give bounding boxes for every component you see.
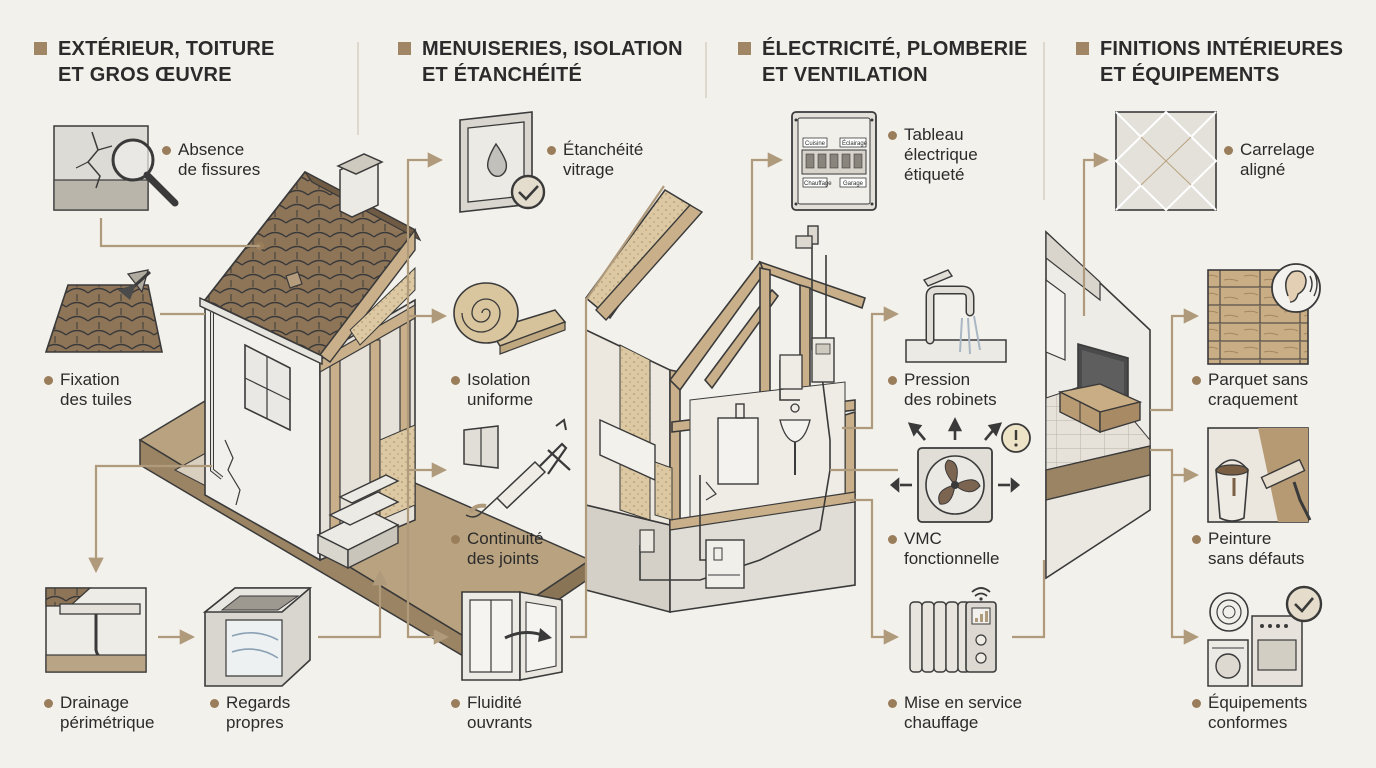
label-isolation-uniforme: Isolation uniforme (451, 370, 533, 410)
opening-window-icon (461, 591, 563, 681)
bullet-dot (1192, 535, 1201, 544)
window-droplet-icon (459, 111, 546, 213)
label-regards-propres: Regards propres (210, 693, 290, 733)
label-mise-en-service-chauffage: Mise en service chauffage (888, 693, 1022, 733)
panel-tag-garage: Garage (843, 181, 864, 187)
crack-magnifier-icon (53, 125, 179, 211)
interior-room-illustration (1045, 230, 1151, 580)
bullet-dot (44, 699, 53, 708)
radiator-thermostat-icon (909, 587, 997, 673)
bullet-dot (44, 376, 53, 385)
sealant-gun-icon (463, 418, 571, 518)
bullet-dot (547, 146, 556, 155)
faucet-icon (905, 269, 1007, 363)
frame-insulation-illustration (584, 188, 866, 614)
bullet-dot (451, 535, 460, 544)
title-square-icon (1076, 42, 1089, 55)
floor-tile-icon (1114, 110, 1218, 212)
title-line-1: MENUISERIES, ISOLATION (422, 38, 683, 60)
paint-bucket-roller-icon (1207, 427, 1312, 523)
label-equipements-conformes: Équipements conformes (1192, 693, 1307, 733)
roof-tiles-icon (44, 269, 163, 353)
column-title-menuiseries: MENUISERIES, ISOLATION ET ÉTANCHÉITÉ (398, 36, 683, 88)
column-title-finitions: FINITIONS INTÉRIEURES ET ÉQUIPEMENTS (1076, 36, 1344, 88)
bullet-dot (888, 131, 897, 140)
column-separators (357, 42, 1045, 200)
title-square-icon (34, 42, 47, 55)
appliances-icon (1207, 585, 1323, 687)
label-continuite-joints: Continuité des joints (451, 529, 544, 569)
perimeter-drain-icon (45, 587, 147, 673)
bullet-dot (451, 699, 460, 708)
column-title-electricite: ÉLECTRICITÉ, PLOMBERIE ET VENTILATION (738, 36, 1028, 88)
bullet-dot (1192, 376, 1201, 385)
bullet-dot (451, 376, 460, 385)
title-line-1: EXTÉRIEUR, TOITURE (58, 38, 275, 60)
title-line-1: ÉLECTRICITÉ, PLOMBERIE (762, 38, 1028, 60)
bullet-dot (162, 146, 171, 155)
label-carrelage-aligne: Carrelage aligné (1224, 140, 1315, 180)
bullet-dot (888, 699, 897, 708)
panel-tag-labels: Cuisine Éclairage Chauffage Garage (804, 140, 868, 187)
label-peinture-sans-defauts: Peinture sans défauts (1192, 529, 1304, 569)
connector-lines (88, 152, 1200, 645)
title-line-2: ET ÉTANCHÉITÉ (422, 64, 583, 86)
house-exterior-illustration (138, 153, 592, 662)
label-etancheite-vitrage: Étanchéité vitrage (547, 140, 643, 180)
parquet-ear-icon (1207, 263, 1321, 365)
label-absence-fissures: Absence de fissures (162, 140, 260, 180)
bullet-dot (888, 535, 897, 544)
label-fluidite-ouvrants: Fluidité ouvrants (451, 693, 532, 733)
title-line-1: FINITIONS INTÉRIEURES (1100, 38, 1344, 60)
title-square-icon (398, 42, 411, 55)
bullet-dot (1224, 146, 1233, 155)
inspection-chamber-icon (202, 587, 313, 687)
label-tableau-electrique: Tableau électrique étiqueté (888, 125, 978, 185)
insulation-roll-icon (453, 282, 567, 355)
title-line-2: ET ÉQUIPEMENTS (1100, 64, 1280, 86)
title-line-2: ET GROS ŒUVRE (58, 64, 232, 86)
label-drainage-perimetrique: Drainage périmétrique (44, 693, 155, 733)
label-pression-robinets: Pression des robinets (888, 370, 997, 410)
bullet-dot (1192, 699, 1201, 708)
panel-tag-cuisine: Cuisine (805, 141, 826, 147)
bullet-dot (888, 376, 897, 385)
label-fixation-tuiles: Fixation des tuiles (44, 370, 132, 410)
electrical-panel-icon (791, 111, 877, 211)
title-line-2: ET VENTILATION (762, 64, 928, 86)
panel-tag-eclairage: Éclairage (842, 140, 868, 147)
label-vmc-fonctionnelle: VMC fonctionnelle (888, 529, 999, 569)
bullet-dot (210, 699, 219, 708)
title-square-icon (738, 42, 751, 55)
label-parquet-sans-craquement: Parquet sans craquement (1192, 370, 1308, 410)
column-title-exterieur: EXTÉRIEUR, TOITURE ET GROS ŒUVRE (34, 36, 275, 88)
panel-tag-chauffage: Chauffage (804, 181, 832, 187)
vmc-fan-icon (889, 417, 1031, 523)
